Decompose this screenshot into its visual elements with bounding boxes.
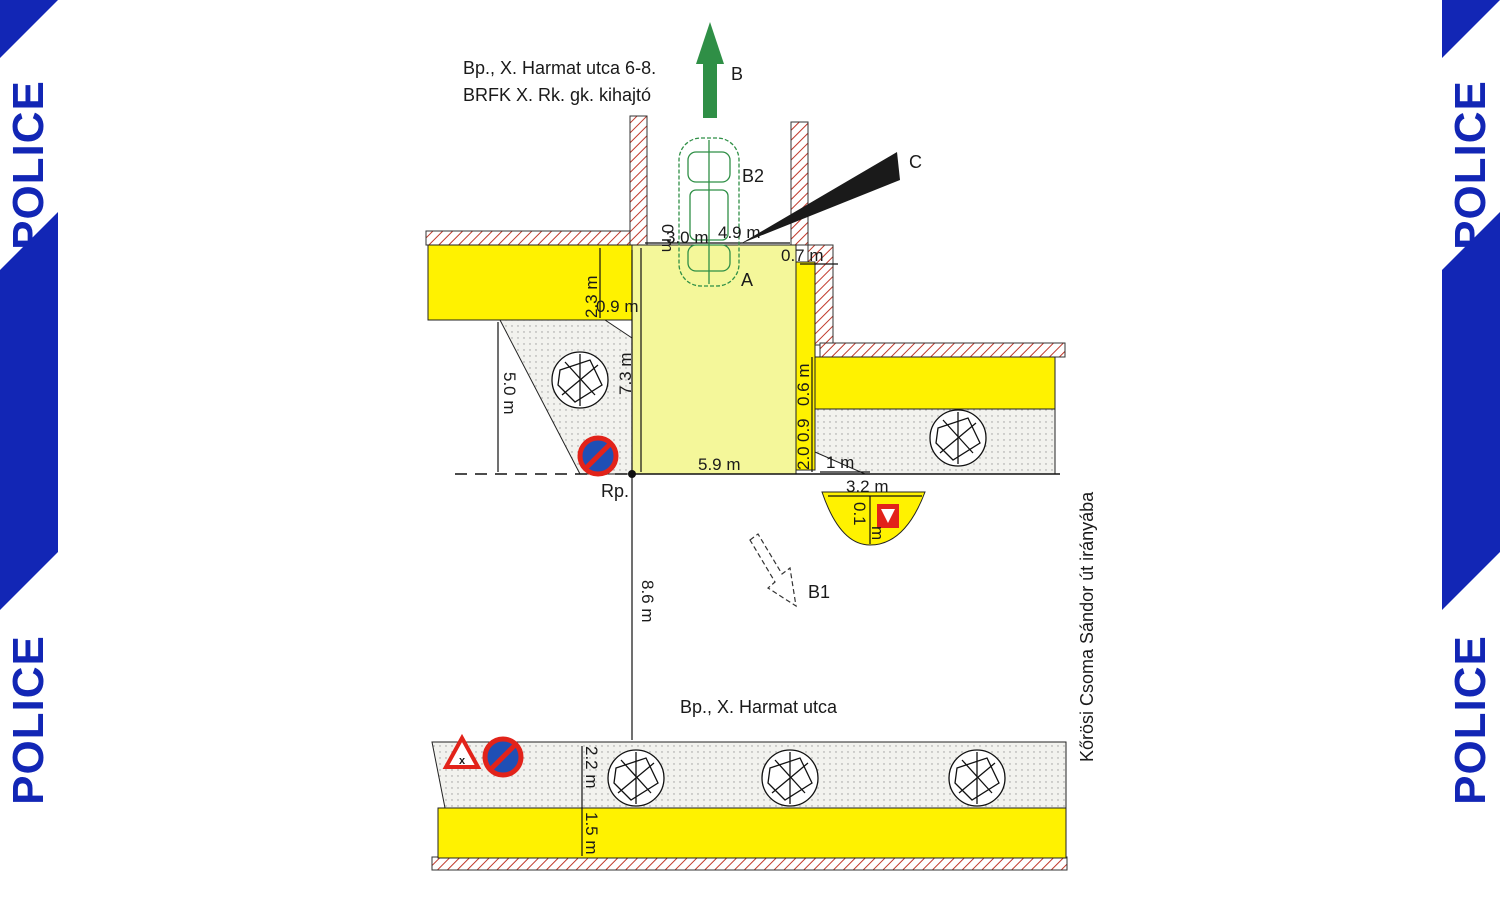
dim-0-1: 0.1 [850, 502, 869, 526]
street-name: Bp., X. Harmat utca [680, 697, 838, 717]
reference-point-marker [628, 470, 636, 478]
dim-3-0: 3.0 m [666, 228, 709, 247]
arrow-b-icon [696, 22, 724, 118]
dim-0-m: 0 m [658, 224, 677, 252]
label-b: B [731, 64, 743, 84]
dim-2-2: 2.2 m [582, 746, 601, 789]
label-b2: B2 [742, 166, 764, 186]
dim-0-6: 0.6 m [794, 363, 813, 406]
trees [551, 351, 1006, 807]
tree-icon [948, 749, 1006, 807]
dim-7-3: 7.3 m [616, 352, 635, 395]
dim-2-3: 2.3 m [582, 275, 601, 318]
police-tape-stripes-right [1442, 0, 1500, 610]
give-way-sign-icon [877, 504, 899, 528]
police-text-right-top: POLICE [1446, 80, 1495, 250]
dim-0-9: 0.9 m [596, 297, 639, 316]
dimension-lines [497, 242, 922, 856]
police-text-left-bottom: POLICE [4, 635, 53, 805]
accident-sketch: x Bp., X. Harmat utca 6-8. BRFK X. Rk. g… [425, 22, 1097, 871]
label-reference-point: Rp. [601, 481, 629, 501]
tree-icon [761, 749, 819, 807]
police-text-left-top: POLICE [4, 80, 53, 250]
dim-4-9: 4.9 m [718, 223, 761, 242]
driveway-area [631, 244, 797, 475]
car-b2-icon [678, 137, 740, 287]
arrow-b1-icon [749, 533, 797, 608]
label-b1: B1 [808, 582, 830, 602]
title-police-exit: BRFK X. Rk. gk. kihajtó [463, 85, 651, 105]
dim-8-6: 8.6 m [638, 580, 657, 623]
priority-road-warning-sign-icon: x [442, 733, 482, 769]
dim-5-9: 5.9 m [698, 455, 741, 474]
dim-0-9b: 0.9 [794, 418, 813, 442]
tree-icon [607, 749, 665, 807]
wedge-c-icon [740, 152, 900, 244]
dim-1-m: 1 m [826, 453, 854, 472]
police-tape-stripes-left [0, 0, 58, 610]
tree-icon [929, 409, 987, 467]
tree-icon [551, 351, 609, 409]
no-parking-sign-icon [482, 736, 524, 778]
police-text-right-bottom: POLICE [1446, 635, 1495, 805]
direction-label: Kőrösi Csoma Sándor út irányába [1077, 491, 1097, 762]
label-c: C [909, 152, 922, 172]
no-parking-sign-icon [577, 435, 619, 477]
police-tape-left: POLICE POLICE [0, 0, 58, 897]
svg-text:x: x [459, 755, 466, 767]
title-address: Bp., X. Harmat utca 6-8. [463, 58, 656, 78]
dim-1-5: 1.5 m [582, 812, 601, 855]
label-a: A [741, 270, 753, 290]
police-tape-right: POLICE POLICE [1442, 0, 1500, 897]
dim-0-7: 0.7 m [781, 246, 824, 265]
dim-3-2: 3.2 m [846, 477, 889, 496]
dim-5-0: 5.0 m [500, 372, 519, 415]
dim-m: m [868, 526, 887, 540]
dim-2-0: 2.0 [794, 446, 813, 470]
